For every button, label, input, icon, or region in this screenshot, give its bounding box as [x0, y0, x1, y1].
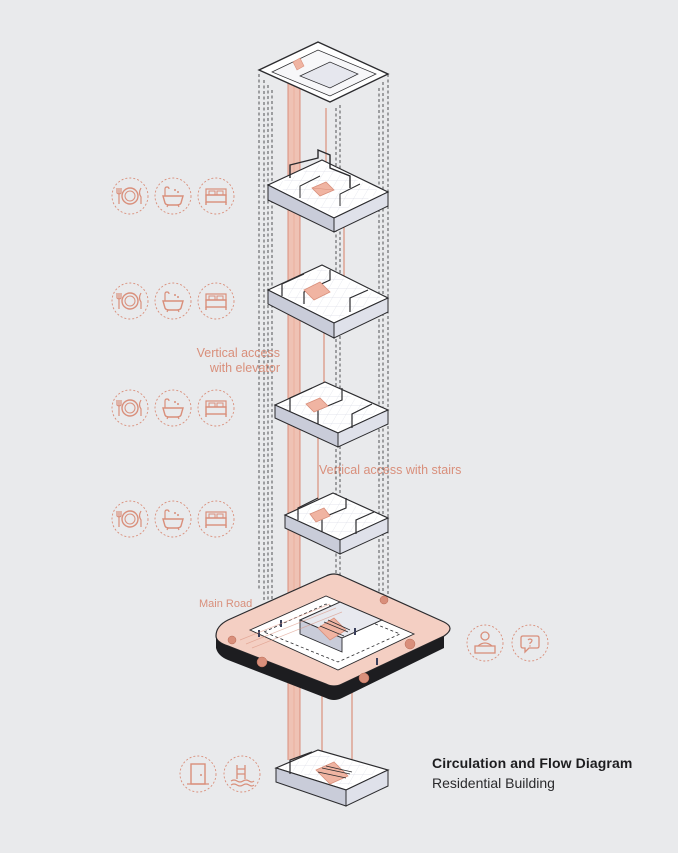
main-road-annotation: Main Road — [199, 598, 253, 610]
dining-icon — [111, 389, 149, 427]
basement-level — [274, 749, 390, 807]
diagram-subtitle: Residential Building — [432, 775, 555, 791]
bed-icon — [197, 177, 235, 215]
door-icon — [179, 755, 217, 793]
info-chat-icon — [511, 624, 549, 662]
bed-icon — [197, 500, 235, 538]
dining-icon — [111, 500, 149, 538]
elevator-annotation-line1: Vertical access — [196, 346, 280, 360]
floor-3 — [266, 264, 390, 339]
elevator-annotation-line2: with elevator — [209, 361, 280, 375]
elevator-annotation: Vertical access with elevator — [180, 346, 280, 376]
roof-level — [257, 41, 390, 103]
dining-icon — [111, 282, 149, 320]
pool-icon — [223, 755, 261, 793]
diagram-title: Circulation and Flow Diagram — [432, 755, 633, 771]
bathtub-icon — [154, 282, 192, 320]
floor-2 — [273, 381, 390, 448]
bathtub-icon — [154, 500, 192, 538]
reception-icon — [466, 624, 504, 662]
bathtub-icon — [154, 177, 192, 215]
bathtub-icon — [154, 389, 192, 427]
bed-icon — [197, 282, 235, 320]
title-block: Circulation and Flow Diagram Residential… — [432, 754, 632, 793]
ground-plaza — [215, 573, 451, 700]
dining-icon — [111, 177, 149, 215]
floor-1 — [283, 492, 390, 555]
stairs-annotation: Vertical access with stairs — [319, 463, 462, 477]
bed-icon — [197, 389, 235, 427]
floor-4 — [266, 148, 390, 233]
